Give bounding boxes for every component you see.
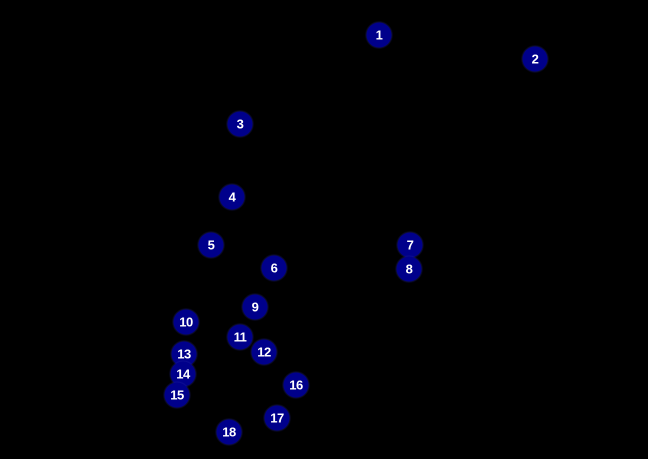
map-marker-2[interactable]: 2: [522, 46, 548, 72]
marker-number: 10: [179, 314, 193, 330]
map-marker-3[interactable]: 3: [227, 111, 253, 137]
map-marker-18[interactable]: 18: [216, 419, 242, 445]
marker-number: 11: [233, 329, 247, 345]
marker-number: 3: [236, 116, 244, 132]
map-marker-10[interactable]: 10: [173, 309, 199, 335]
map-marker-9[interactable]: 9: [242, 294, 268, 320]
map-marker-11[interactable]: 11: [227, 324, 253, 350]
marker-number: 12: [257, 344, 271, 360]
map-marker-17[interactable]: 17: [264, 405, 290, 431]
marker-number: 5: [207, 237, 215, 253]
marker-number: 7: [406, 237, 414, 253]
marker-number: 6: [270, 260, 278, 276]
marker-number: 15: [170, 387, 184, 403]
map-marker-14[interactable]: 14: [170, 361, 196, 387]
marker-number: 18: [222, 424, 236, 440]
map-marker-8[interactable]: 8: [396, 256, 422, 282]
map-marker-7[interactable]: 7: [397, 232, 423, 258]
marker-number: 2: [531, 51, 539, 67]
map-marker-6[interactable]: 6: [261, 255, 287, 281]
map-marker-5[interactable]: 5: [198, 232, 224, 258]
map-marker-1[interactable]: 1: [366, 22, 392, 48]
marker-number: 14: [176, 366, 190, 382]
marker-number: 17: [270, 410, 284, 426]
marker-number: 13: [177, 346, 191, 362]
marker-number: 4: [228, 189, 236, 205]
map-marker-12[interactable]: 12: [251, 339, 277, 365]
map-marker-16[interactable]: 16: [283, 372, 309, 398]
map-marker-15[interactable]: 15: [164, 382, 190, 408]
marker-number: 16: [289, 377, 303, 393]
marker-number: 8: [405, 261, 413, 277]
marker-number: 9: [251, 299, 259, 315]
marker-number: 1: [375, 27, 383, 43]
map-marker-4[interactable]: 4: [219, 184, 245, 210]
